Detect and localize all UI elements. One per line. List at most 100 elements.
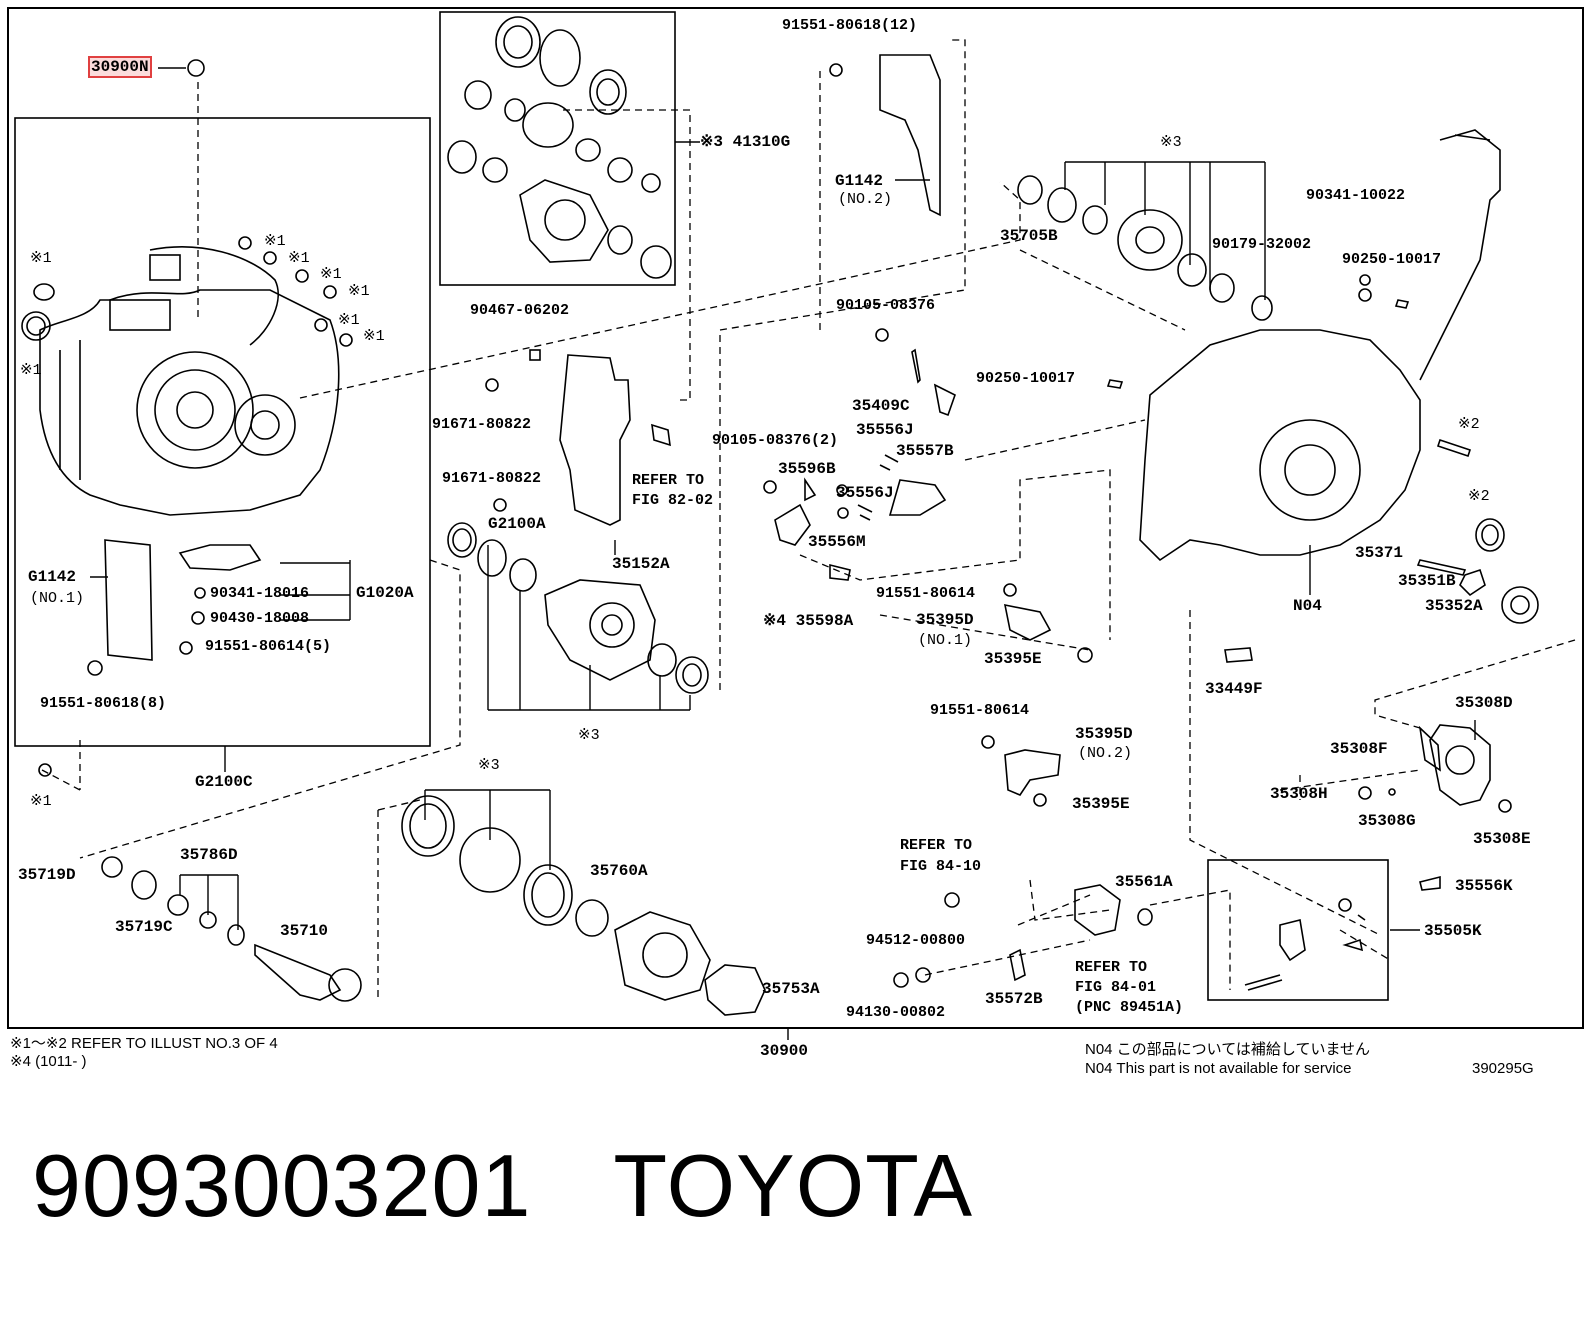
part-label-30900[interactable]: 30900: [760, 1042, 809, 1060]
part-label-91551-80618-8[interactable]: 91551-80618(8): [40, 695, 167, 712]
part-label-35152a[interactable]: 35152A: [612, 555, 670, 573]
differential-assembly: [447, 522, 709, 694]
sub-assembly-box: [1207, 859, 1389, 1001]
input-shaft-parts: [101, 856, 362, 1002]
counter-gear-set: [1017, 175, 1371, 321]
footnote-ref-4: ※4 (1011- ): [10, 1053, 87, 1070]
part-label-90341-10022[interactable]: 90341-10022: [1306, 187, 1406, 204]
part-label-35395e-a[interactable]: 35395E: [984, 650, 1042, 668]
ref-mark-2-b: ※2: [1468, 488, 1490, 505]
part-sub-no2-sensor: (NO.2): [1078, 745, 1133, 762]
refer-82-02-line2: FIG 82-02: [632, 492, 714, 509]
part-label-91671-80822-a[interactable]: 91671-80822: [432, 416, 532, 433]
ref-mark-2-a: ※2: [1458, 416, 1480, 433]
ref-mark-1-e: ※1: [320, 266, 342, 283]
figure-id: 390295G: [1472, 1060, 1534, 1077]
part-sub-no2: (NO.2): [838, 191, 893, 208]
part-label-35710[interactable]: 35710: [280, 922, 329, 940]
part-label-35351b[interactable]: 35351B: [1398, 572, 1456, 590]
part-label-35557b[interactable]: 35557B: [896, 442, 954, 460]
part-label-30900n[interactable]: 30900N: [88, 56, 152, 78]
part-label-35308h[interactable]: 35308H: [1270, 785, 1328, 803]
differential-bearing-kit: [447, 16, 672, 279]
part-label-g2100c[interactable]: G2100C: [195, 773, 253, 791]
valve-body-plate: [485, 349, 671, 526]
ref-mark-1-d: ※1: [288, 250, 310, 267]
part-label-90105-08376-2[interactable]: 90105-08376(2): [712, 432, 839, 449]
part-label-35572b[interactable]: 35572B: [985, 990, 1043, 1008]
part-label-90250-10017-a[interactable]: 90250-10017: [1342, 251, 1442, 268]
part-label-g2100a[interactable]: G2100A: [488, 515, 546, 533]
part-label-90250-10017-b[interactable]: 90250-10017: [976, 370, 1076, 387]
part-label-90467-06202[interactable]: 90467-06202: [470, 302, 570, 319]
part-label-41310g[interactable]: ※3 41310G: [700, 133, 791, 151]
footer-title: 9093003201 TOYOTA: [32, 1135, 973, 1237]
n04-note-english: N04 This part is not available for servi…: [1085, 1060, 1352, 1077]
refer-84-10-line2: FIG 84-10: [900, 858, 982, 875]
part-label-35308d[interactable]: 35308D: [1455, 694, 1513, 712]
part-sub-no1-plate: (NO.1): [30, 590, 85, 607]
part-label-90179-32002[interactable]: 90179-32002: [1212, 236, 1312, 253]
part-label-g1142-no2[interactable]: G1142: [835, 172, 884, 190]
part-label-35308g[interactable]: 35308G: [1358, 812, 1416, 830]
part-label-35561a[interactable]: 35561A: [1115, 873, 1173, 891]
part-label-91671-80822-b[interactable]: 91671-80822: [442, 470, 542, 487]
part-label-91551-80614-5[interactable]: 91551-80614(5): [205, 638, 332, 655]
part-number: 9093003201: [32, 1136, 532, 1235]
part-label-35719c[interactable]: 35719C: [115, 918, 173, 936]
part-label-35786d[interactable]: 35786D: [180, 846, 238, 864]
ref-mark-3-diff: ※3: [578, 727, 600, 744]
ref-mark-1-f: ※1: [348, 283, 370, 300]
transaxle-housing: [39, 246, 340, 516]
dashed-leader-lines: [41, 39, 1576, 1000]
refer-82-02-line1: REFER TO: [632, 472, 705, 489]
part-label-91551-80614-b[interactable]: 91551-80614: [930, 702, 1030, 719]
refer-84-01-line3: (PNC 89451A): [1075, 999, 1184, 1016]
part-label-35308f[interactable]: 35308F: [1330, 740, 1388, 758]
part-label-g1142-no1[interactable]: G1142: [28, 568, 77, 586]
ref-mark-1-h: ※1: [363, 328, 385, 345]
part-label-90430-18008[interactable]: 90430-18008: [210, 610, 310, 627]
output-gear-bearings: [401, 795, 766, 1016]
part-label-35409c[interactable]: 35409C: [852, 397, 910, 415]
part-label-91551-80614-a[interactable]: 91551-80614: [876, 585, 976, 602]
ref-mark-3-top: ※3: [1160, 134, 1182, 151]
part-label-35395d-no2[interactable]: 35395D: [1075, 725, 1133, 743]
solid-leader-lines: [90, 67, 1476, 1040]
diagram-frame: [7, 7, 1584, 1029]
part-label-35308e[interactable]: 35308E: [1473, 830, 1531, 848]
part-label-35352a[interactable]: 35352A: [1425, 597, 1483, 615]
part-label-35719d[interactable]: 35719D: [18, 866, 76, 884]
part-label-35556j-a[interactable]: 35556J: [856, 421, 914, 439]
small-seals-left: [21, 236, 353, 347]
brand-name: TOYOTA: [613, 1136, 974, 1235]
part-label-35705b[interactable]: 35705B: [1000, 227, 1058, 245]
ref-mark-1-g: ※1: [338, 312, 360, 329]
part-label-35505k[interactable]: 35505K: [1424, 922, 1482, 940]
part-label-35556m[interactable]: 35556M: [808, 533, 866, 551]
part-label-35371[interactable]: 35371: [1355, 544, 1404, 562]
refer-84-01-line2: FIG 84-01: [1075, 979, 1157, 996]
part-label-94512-00800[interactable]: 94512-00800: [866, 932, 966, 949]
part-label-35395d-no1[interactable]: 35395D: [916, 611, 974, 629]
part-label-35556j-b[interactable]: 35556J: [836, 484, 894, 502]
ref-mark-1-b: ※1: [20, 362, 42, 379]
part-label-94130-00802[interactable]: 94130-00802: [846, 1004, 946, 1021]
part-label-33449f[interactable]: 33449F: [1205, 680, 1263, 698]
part-label-91551-80618-12[interactable]: 91551-80618(12): [782, 17, 918, 34]
part-label-90105-08376[interactable]: 90105-08376: [836, 297, 936, 314]
ref-mark-1-c: ※1: [264, 233, 286, 250]
n04-note-japanese: N04 この部品については補給していません: [1085, 1041, 1371, 1058]
refer-84-10-line1: REFER TO: [900, 837, 973, 854]
speed-sensor-assembly: [1358, 724, 1512, 813]
part-label-35596b[interactable]: 35596B: [778, 460, 836, 478]
gasket-g1020a: [178, 544, 262, 571]
part-label-n04[interactable]: N04: [1293, 597, 1322, 615]
part-label-g1020a[interactable]: G1020A: [356, 584, 414, 602]
part-label-35753a[interactable]: 35753A: [762, 980, 820, 998]
part-label-35395e-b[interactable]: 35395E: [1072, 795, 1130, 813]
part-label-90341-18016[interactable]: 90341-18016: [210, 585, 310, 602]
part-label-35760a[interactable]: 35760A: [590, 862, 648, 880]
part-label-35556k[interactable]: 35556K: [1455, 877, 1513, 895]
part-label-35598a[interactable]: ※4 35598A: [763, 612, 854, 630]
